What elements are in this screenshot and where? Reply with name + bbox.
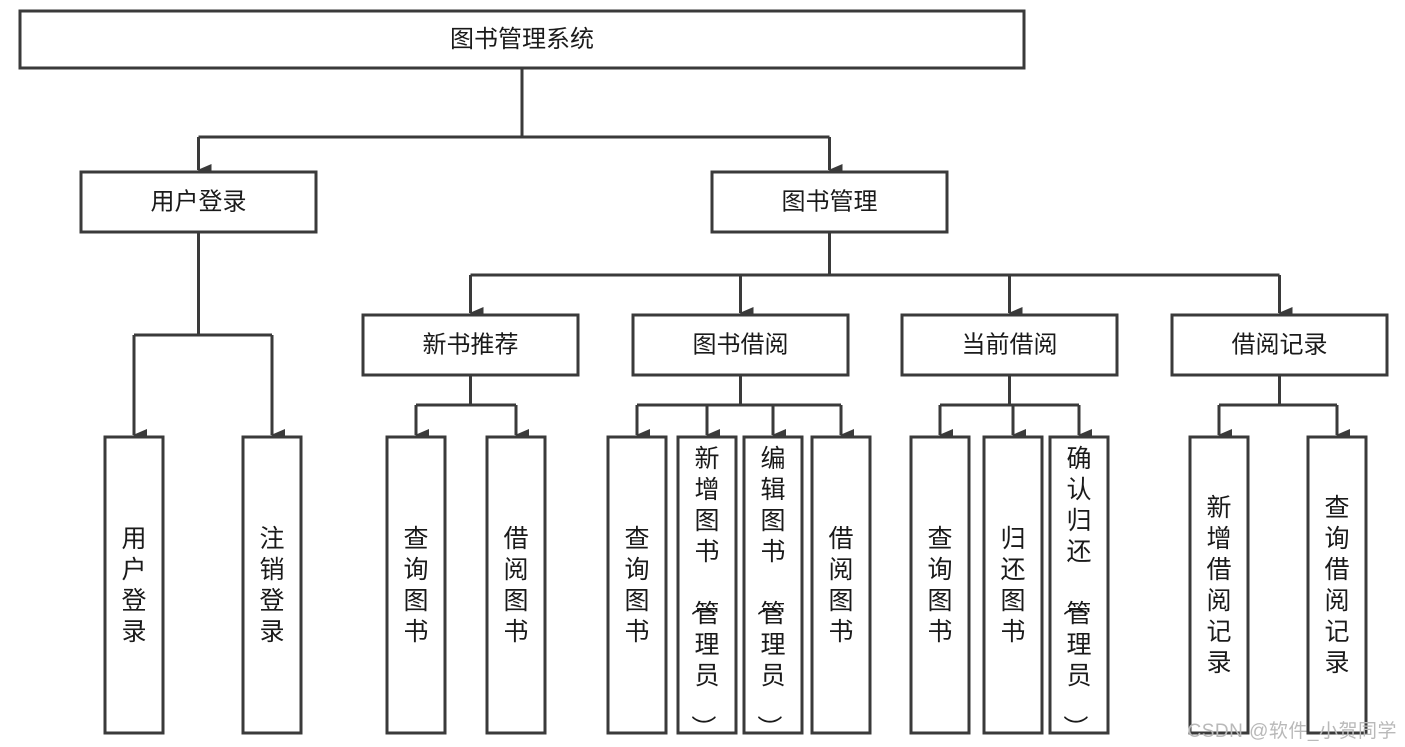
node-label: 图书借阅	[693, 331, 789, 358]
node-label: 图书管理系统	[450, 26, 594, 53]
node-new-book-rec[interactable]: 新书推荐	[361, 313, 580, 377]
leaf-node-label: 查询图书	[927, 525, 952, 646]
node-user-login[interactable]: 用户登录	[79, 170, 318, 234]
leaf-node-leaf-borrow-book-2[interactable]: 借阅图书	[810, 435, 872, 735]
leaf-node-leaf-confirm-return[interactable]: 确认归还（管理员）	[1048, 435, 1110, 740]
leaf-node-leaf-query-book-3[interactable]: 查询图书	[909, 435, 971, 735]
leaf-node-label: 新增图书（管理员）	[688, 445, 719, 740]
connector-root-to-level1	[197, 68, 843, 176]
node-root[interactable]: 图书管理系统	[18, 9, 1026, 70]
connector-bookmanage-to-level2	[469, 232, 1293, 319]
leaf-node-leaf-query-book-1[interactable]: 查询图书	[385, 435, 447, 735]
leaf-node-leaf-return-book[interactable]: 归还图书	[982, 435, 1044, 735]
node-book-manage[interactable]: 图书管理	[710, 170, 949, 234]
leaf-node-label: 确认归还（管理员）	[1060, 445, 1091, 740]
leaf-node-label: 查询图书	[624, 525, 649, 646]
leaf-node-leaf-user-logout[interactable]: 注销登录	[241, 435, 303, 735]
node-label: 新书推荐	[423, 331, 519, 358]
node-label: 当前借阅	[962, 331, 1058, 358]
leaf-node-label: 查询借阅记录	[1324, 494, 1349, 677]
leaf-node-label: 注销登录	[259, 525, 284, 646]
node-current-borrow[interactable]: 当前借阅	[900, 313, 1119, 377]
leaf-node-leaf-add-book[interactable]: 新增图书（管理员）	[676, 435, 738, 740]
node-borrow-record[interactable]: 借阅记录	[1170, 313, 1389, 377]
leaf-node-label: 查询图书	[403, 525, 428, 646]
leaf-node-leaf-borrow-book-1[interactable]: 借阅图书	[485, 435, 547, 735]
connector-book-borrow-to-leaves	[635, 375, 854, 441]
leaf-node-label: 新增借阅记录	[1206, 494, 1231, 677]
leaf-node-label: 用户登录	[121, 525, 146, 646]
node-label: 图书管理	[782, 188, 878, 215]
leaf-node-label: 借阅图书	[828, 525, 853, 646]
connector-borrow-record-to-leaves	[1217, 375, 1350, 441]
leaf-node-label: 归还图书	[1000, 525, 1025, 646]
leaf-node-label: 借阅图书	[503, 525, 528, 646]
connector-new-book-rec-to-leaves	[414, 375, 529, 441]
leaf-node-leaf-query-record[interactable]: 查询借阅记录	[1306, 435, 1368, 735]
leaf-node-leaf-user-login[interactable]: 用户登录	[103, 435, 165, 735]
connector-current-borrow-to-leaves	[938, 375, 1092, 441]
node-layer: 图书管理系统用户登录图书管理新书推荐图书借阅当前借阅借阅记录用户登录注销登录查询…	[18, 9, 1389, 740]
node-label: 借阅记录	[1232, 331, 1328, 358]
connector-user-login-to-leaves	[132, 232, 285, 441]
leaf-node-leaf-edit-book[interactable]: 编辑图书（管理员）	[742, 435, 804, 740]
node-book-borrow[interactable]: 图书借阅	[631, 313, 850, 377]
leaf-node-leaf-add-record[interactable]: 新增借阅记录	[1188, 435, 1250, 735]
leaf-node-label: 编辑图书（管理员）	[754, 445, 785, 740]
leaf-node-leaf-query-book-2[interactable]: 查询图书	[606, 435, 668, 735]
connector-layer	[132, 68, 1350, 441]
node-label: 用户登录	[151, 188, 247, 215]
